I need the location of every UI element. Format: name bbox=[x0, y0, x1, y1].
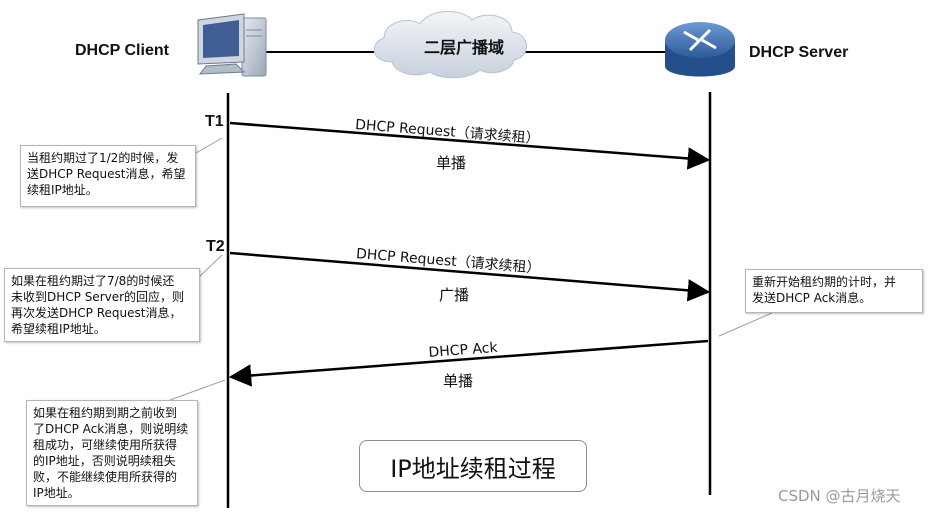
cloud-icon bbox=[373, 10, 527, 79]
message-3-mode: 单播 bbox=[443, 372, 474, 390]
watermark: CSDN @古月烧天 bbox=[778, 487, 901, 505]
note-ack-line: 如果在租约期到期之前收到 bbox=[33, 406, 178, 420]
note-t1-line: 续租IP地址。 bbox=[27, 183, 98, 197]
callout-pointer-n2 bbox=[199, 254, 223, 277]
router-icon bbox=[665, 22, 735, 77]
note-t1-line: 当租约期过了1/2的时候，发 bbox=[27, 151, 179, 165]
t2-label: T2 bbox=[206, 238, 225, 255]
note-server-line: 发送DHCP Ack消息。 bbox=[752, 291, 872, 305]
client-label: DHCP Client bbox=[75, 42, 169, 59]
note-t2-line: 希望续租IP地址。 bbox=[11, 322, 106, 336]
note-ack-line: IP地址。 bbox=[33, 486, 80, 500]
note-server-line: 重新开始租约期的计时，并 bbox=[752, 275, 897, 289]
server-label: DHCP Server bbox=[749, 44, 849, 61]
note-ack-line: 败，不能继续使用所获得的 bbox=[33, 470, 178, 484]
network-label: 二层广播域 bbox=[424, 40, 505, 57]
note-ack-line: 了DHCP Ack消息，则说明续 bbox=[33, 422, 189, 436]
computer-icon bbox=[197, 13, 267, 77]
note-t2-line: 再次发送DHCP Request消息， bbox=[11, 306, 182, 320]
t1-label: T1 bbox=[205, 113, 224, 130]
note-t2: 如果在租约期过了7/8的时候还 未收到DHCP Server的回应，则 再次发送… bbox=[4, 268, 200, 342]
callout-pointer-n1 bbox=[195, 137, 223, 154]
note-t1-line: 送DHCP Request消息，希望 bbox=[27, 167, 186, 181]
diagram-title: IP地址续租过程 bbox=[359, 440, 587, 492]
note-t2-line: 未收到DHCP Server的回应，则 bbox=[11, 290, 185, 304]
note-ack: 如果在租约期到期之前收到 了DHCP Ack消息，则说明续 租成功，可继续使用所… bbox=[26, 400, 198, 506]
arrow-request-unicast bbox=[229, 121, 711, 170]
note-t2-line: 如果在租约期过了7/8的时候还 bbox=[11, 274, 175, 288]
callout-pointer-n4 bbox=[169, 379, 226, 401]
note-ack-line: 租成功，可继续使用所获得 bbox=[33, 438, 178, 452]
note-t1: 当租约期过了1/2的时候，发 送DHCP Request消息，希望 续租IP地址… bbox=[20, 145, 196, 207]
callout-pointer-n3 bbox=[718, 312, 773, 337]
message-1-mode: 单播 bbox=[436, 154, 467, 172]
arrow-ack-unicast bbox=[228, 339, 709, 387]
arrow-request-broadcast bbox=[229, 251, 711, 302]
message-2-mode: 广播 bbox=[439, 286, 470, 304]
note-ack-line: 的IP地址，否则说明续租失 bbox=[33, 454, 176, 468]
note-server: 重新开始租约期的计时，并 发送DHCP Ack消息。 bbox=[745, 269, 923, 313]
